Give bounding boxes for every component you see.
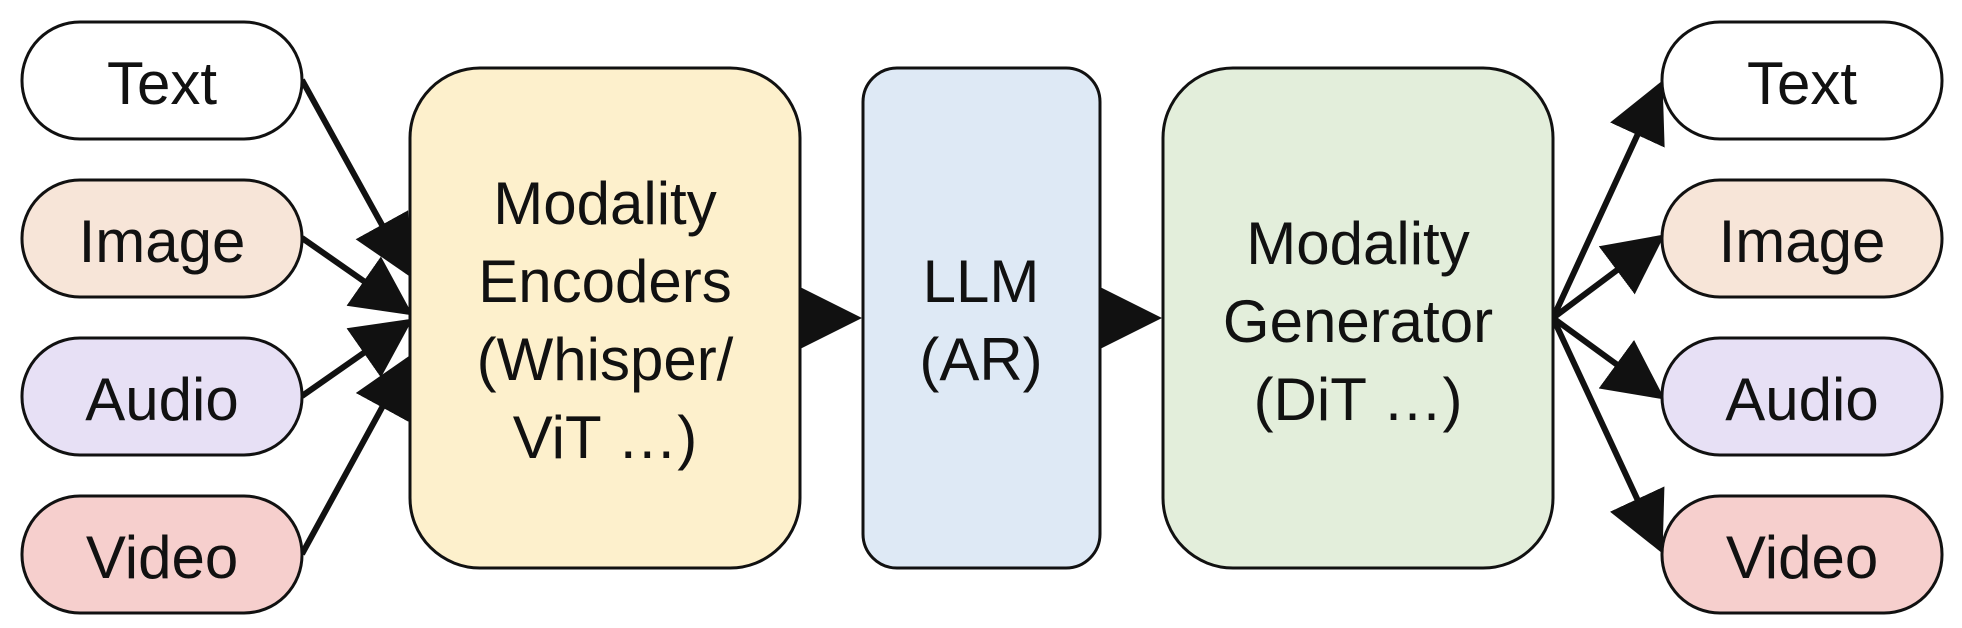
input-node-image-box — [20, 178, 304, 299]
input-arrow-text — [299, 78, 411, 278]
input-node-text-box — [20, 20, 304, 141]
output-node-audio-box — [1660, 336, 1944, 457]
input-arrow-video — [299, 354, 411, 556]
input-node-text-label: Text — [107, 50, 217, 117]
modality-encoders-box — [408, 66, 802, 570]
modality-encoders-line-2: Encoders — [478, 248, 731, 315]
llm-line-1: LLM — [923, 248, 1040, 315]
input-node-video-box — [20, 494, 304, 615]
input-node-video-label: Video — [86, 524, 238, 591]
output-node-image-box — [1660, 178, 1944, 299]
output-nodes: Text Image Audio Video — [1660, 20, 1944, 615]
modality-generator-line-3: (DiT …) — [1254, 366, 1463, 433]
modality-encoders-line-3: (Whisper/ — [477, 326, 734, 393]
modality-encoders-line-4: ViT …) — [513, 404, 697, 471]
llm-box — [861, 66, 1102, 570]
output-node-image: Image — [1660, 178, 1944, 299]
input-arrows — [299, 78, 413, 556]
modality-generator-line-1: Modality — [1246, 210, 1469, 277]
llm-block: LLM (AR) — [861, 66, 1102, 570]
llm-line-2: (AR) — [919, 326, 1042, 393]
input-node-audio: Audio — [20, 336, 304, 457]
input-node-image-label: Image — [79, 208, 246, 275]
output-node-text: Text — [1660, 20, 1944, 141]
input-arrow-audio — [300, 318, 413, 399]
output-node-video: Video — [1660, 494, 1944, 615]
output-node-text-label: Text — [1747, 50, 1857, 117]
output-node-image-label: Image — [1719, 208, 1886, 275]
input-nodes: Text Image Audio Video — [20, 20, 304, 615]
input-node-audio-label: Audio — [85, 366, 238, 433]
output-node-video-box — [1660, 494, 1944, 615]
modality-generator-line-2: Generator — [1223, 288, 1493, 355]
input-node-audio-box — [20, 336, 304, 457]
input-arrow-image — [300, 235, 413, 316]
output-node-text-box — [1660, 20, 1944, 141]
modality-encoders-block: Modality Encoders (Whisper/ ViT …) — [408, 66, 802, 570]
output-arrows — [1550, 80, 1665, 554]
output-node-audio-label: Audio — [1725, 366, 1878, 433]
output-node-video-label: Video — [1726, 524, 1878, 591]
output-arrow-image — [1551, 234, 1665, 321]
modality-encoders-line-1: Modality — [493, 170, 716, 237]
output-node-audio: Audio — [1660, 336, 1944, 457]
modality-generator-block: Modality Generator (DiT …) — [1161, 66, 1555, 570]
output-arrow-audio — [1551, 315, 1665, 400]
output-arrow-text — [1550, 80, 1665, 320]
output-arrow-video — [1550, 316, 1665, 554]
modality-generator-box — [1161, 66, 1555, 570]
input-node-image: Image — [20, 178, 304, 299]
input-node-video: Video — [20, 494, 304, 615]
input-node-text: Text — [20, 20, 304, 141]
